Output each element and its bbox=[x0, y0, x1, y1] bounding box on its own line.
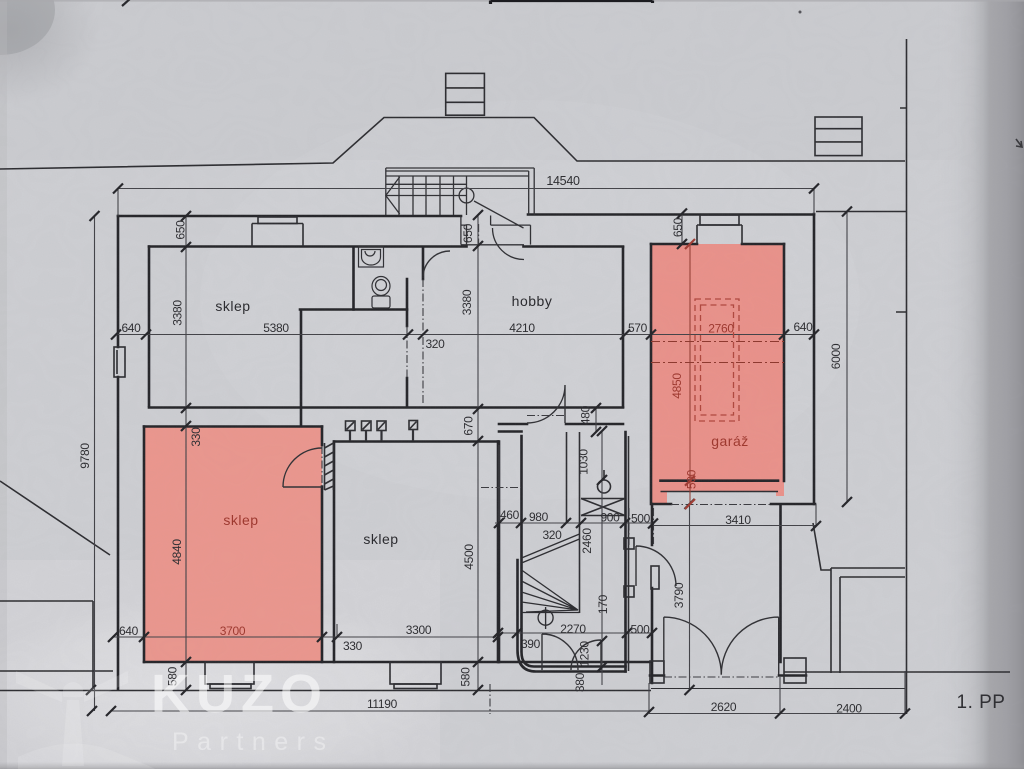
svg-text:Partners: Partners bbox=[172, 728, 334, 756]
svg-text:KUZO: KUZO bbox=[151, 664, 328, 724]
